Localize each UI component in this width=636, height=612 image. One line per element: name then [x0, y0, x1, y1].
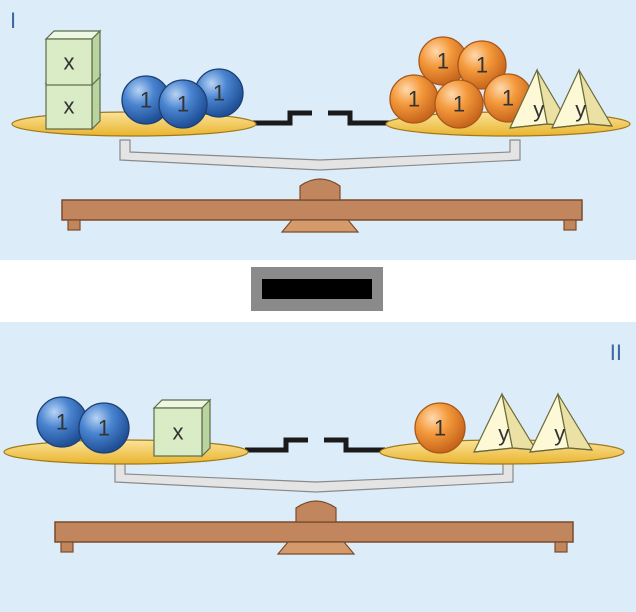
- y-pyramid-1-label: y: [533, 97, 544, 122]
- orange-ball-2: [457, 40, 507, 90]
- y-pyramid-2-label: y: [575, 97, 586, 122]
- x-block-1: [45, 82, 93, 130]
- minus-sign: [251, 267, 383, 311]
- scale-pivot: [299, 178, 341, 201]
- scale-base-plank: [61, 199, 583, 221]
- scale-lever: [245, 437, 385, 453]
- x-block-2-top: [44, 30, 102, 40]
- blue-ball-3-label: 1: [177, 92, 189, 117]
- blue-ball-2-label: 1: [98, 416, 110, 441]
- orange-ball-5-label: 1: [502, 86, 514, 111]
- y-pyramid-2-base: [529, 447, 593, 453]
- blue-ball-3: [158, 79, 208, 129]
- x-block-1-label: x: [64, 94, 75, 119]
- scale-lever: [245, 110, 395, 126]
- balance-scale-2: 1 1 x 1 y y: [3, 392, 625, 555]
- scale-foot-right: [563, 219, 577, 231]
- scale-pedestal: [276, 541, 356, 555]
- orange-ball-4: [434, 79, 484, 129]
- orange-ball-4-label: 1: [453, 92, 465, 117]
- orange-ball-1-label: 1: [434, 416, 446, 441]
- blue-ball-1-label: 1: [56, 410, 68, 435]
- x-block-1: [153, 407, 203, 457]
- scale-foot-left: [60, 541, 74, 553]
- y-pyramid-2-label: y: [554, 421, 565, 446]
- x-block-1-label: x: [173, 420, 184, 445]
- scale-beam: [119, 139, 521, 171]
- scale-pivot: [295, 500, 337, 523]
- scale-pedestal: [280, 219, 360, 233]
- orange-ball-2-label: 1: [476, 53, 488, 78]
- orange-ball-3-label: 1: [408, 87, 420, 112]
- scale-panel-2: II 1 1 x 1 y y: [0, 322, 636, 612]
- x-block-1-top: [152, 399, 212, 409]
- scale-foot-left: [67, 219, 81, 231]
- scale-base-plank: [54, 521, 574, 543]
- x-block-1-side: [201, 398, 211, 458]
- blue-ball-1-label: 1: [140, 88, 152, 113]
- blue-ball-2: [78, 402, 130, 454]
- blue-ball-2-label: 1: [213, 81, 225, 106]
- x-block-2-label: x: [64, 50, 75, 75]
- scale-foot-right: [554, 541, 568, 553]
- left-pan: [3, 439, 249, 465]
- x-block-2: [45, 38, 93, 86]
- orange-ball-1: [414, 402, 466, 454]
- x-block-2-side: [91, 29, 101, 87]
- y-pyramid-1-label: y: [498, 421, 509, 446]
- scale-beam: [114, 461, 514, 493]
- y-pyramid-1-base: [473, 447, 537, 453]
- minus-bar: [262, 279, 372, 299]
- orange-ball-1-label: 1: [437, 49, 449, 74]
- panel-label-1: I: [10, 8, 17, 33]
- y-pyramid-2-base: [551, 123, 613, 129]
- panel-label-2: II: [609, 340, 622, 365]
